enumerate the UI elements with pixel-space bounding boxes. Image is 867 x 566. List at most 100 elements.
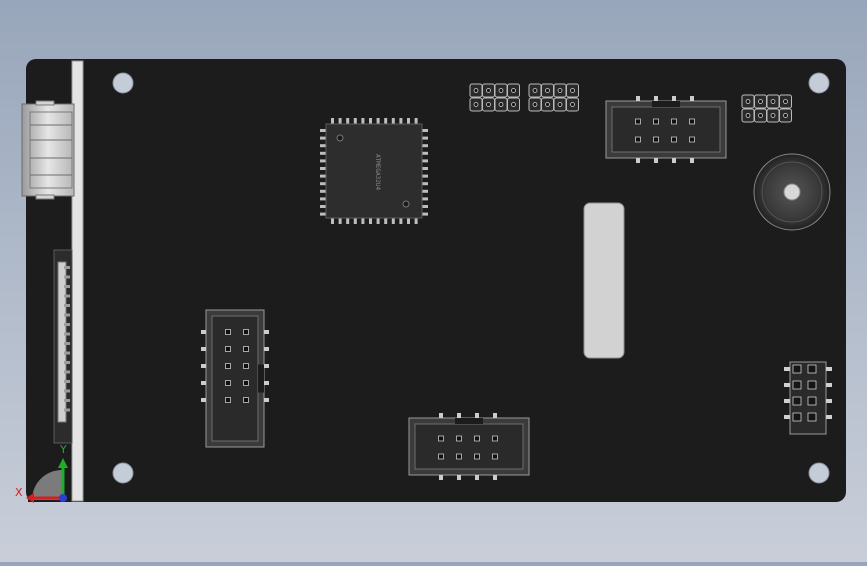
box-header-lead <box>690 96 694 101</box>
fpc-pin <box>64 266 70 269</box>
box-header-lead <box>264 364 269 368</box>
box-header-pin <box>689 118 695 125</box>
box-header-pin <box>456 453 462 460</box>
fpc-pin <box>64 285 70 288</box>
fpc-pin <box>64 361 70 364</box>
chip-pin <box>421 197 428 201</box>
fpc-pin <box>64 389 70 393</box>
box-header-lead <box>636 96 640 101</box>
mounting-hole-bottom-right <box>808 462 830 484</box>
box-header-lead <box>493 475 497 480</box>
right-header-lead <box>784 383 790 387</box>
header-pin <box>745 113 751 118</box>
header-pin <box>545 102 550 107</box>
chip-pin <box>414 118 418 125</box>
header-pin <box>486 102 491 107</box>
fpc-pin <box>64 313 70 317</box>
chip-pin <box>361 118 365 125</box>
header-pin <box>770 99 776 104</box>
usb-connector <box>21 100 75 200</box>
chip-pin <box>369 118 372 125</box>
chip-pin <box>320 174 327 178</box>
box-header-pin <box>689 136 695 143</box>
fpc-pin <box>64 323 70 326</box>
box-header-pin <box>225 363 231 369</box>
chip-pin <box>353 118 357 125</box>
chip-pin <box>391 118 395 125</box>
chip-pin <box>320 197 327 201</box>
pin-header-right <box>784 361 832 435</box>
box-header-pin <box>243 397 249 403</box>
chip-pin <box>399 118 403 125</box>
chip-pin <box>320 205 327 208</box>
box-header-pin <box>243 329 249 335</box>
header-pin <box>511 102 516 107</box>
header-pin <box>758 113 763 118</box>
box-header-pin <box>474 453 480 460</box>
chip-pin <box>421 159 428 163</box>
right-header-lead <box>826 383 832 387</box>
right-header-lead <box>826 415 832 419</box>
chip-pin <box>353 217 357 224</box>
box-header-lead <box>439 413 443 418</box>
header-pin <box>486 88 491 93</box>
chip-pin <box>346 118 350 125</box>
chip-pin <box>407 118 410 125</box>
mounting-hole-top-right <box>808 72 830 94</box>
box-header-key <box>652 101 680 107</box>
chip-pin <box>320 189 327 193</box>
box-header-pin <box>243 363 249 369</box>
mounting-holes <box>112 72 830 484</box>
side-connector <box>53 249 73 444</box>
header-pin <box>783 113 788 118</box>
chip-pin <box>376 217 380 224</box>
pin-header-top-middle <box>528 83 579 112</box>
box-header-pin <box>438 435 444 442</box>
box-header-lead <box>201 364 206 368</box>
box-header-lead <box>672 158 676 163</box>
box-header-lead <box>690 158 694 163</box>
box-header-lead <box>264 347 269 351</box>
box-header-bottom <box>408 413 530 480</box>
label-panel <box>583 202 625 359</box>
pin-header-top-right <box>741 94 792 123</box>
right-header-pin <box>807 380 817 390</box>
chip-pin <box>338 118 342 125</box>
right-header-pin <box>792 380 802 390</box>
chip-pin <box>320 212 327 216</box>
chip-pin <box>331 118 334 125</box>
box-header-lead <box>264 398 269 402</box>
coordinate-triad <box>26 458 70 503</box>
chip-pin <box>320 182 327 186</box>
fpc-pin <box>64 380 70 383</box>
box-header-pin <box>243 346 249 352</box>
box-header-lead <box>201 398 206 402</box>
header-pin <box>758 99 763 104</box>
box-header-left <box>201 309 269 448</box>
fpc-pin <box>64 351 70 355</box>
box-header-pin <box>456 435 462 442</box>
box-header-lead <box>439 475 443 480</box>
microcontroller-chip: ATMEGA32U4 <box>320 118 428 224</box>
chip-pin <box>320 151 327 155</box>
box-header-pin <box>225 346 231 352</box>
chip-pin <box>421 144 428 148</box>
triad-y-label: Y <box>60 443 67 456</box>
chip-pin <box>338 217 342 224</box>
header-pin <box>770 113 776 118</box>
header-pin <box>570 102 575 107</box>
right-header-pin <box>807 412 817 422</box>
box-header-lead <box>264 330 269 334</box>
chip-pin <box>421 129 428 132</box>
chip-pin <box>320 136 327 140</box>
chip-pin <box>399 217 403 224</box>
box-header-lead <box>636 158 640 163</box>
fpc-pin <box>64 370 70 374</box>
box-header-key <box>455 418 483 424</box>
box-header-inner <box>414 423 524 470</box>
box-header-pin <box>653 136 659 143</box>
chip-pin <box>331 217 334 224</box>
box-header-lead <box>457 413 461 418</box>
